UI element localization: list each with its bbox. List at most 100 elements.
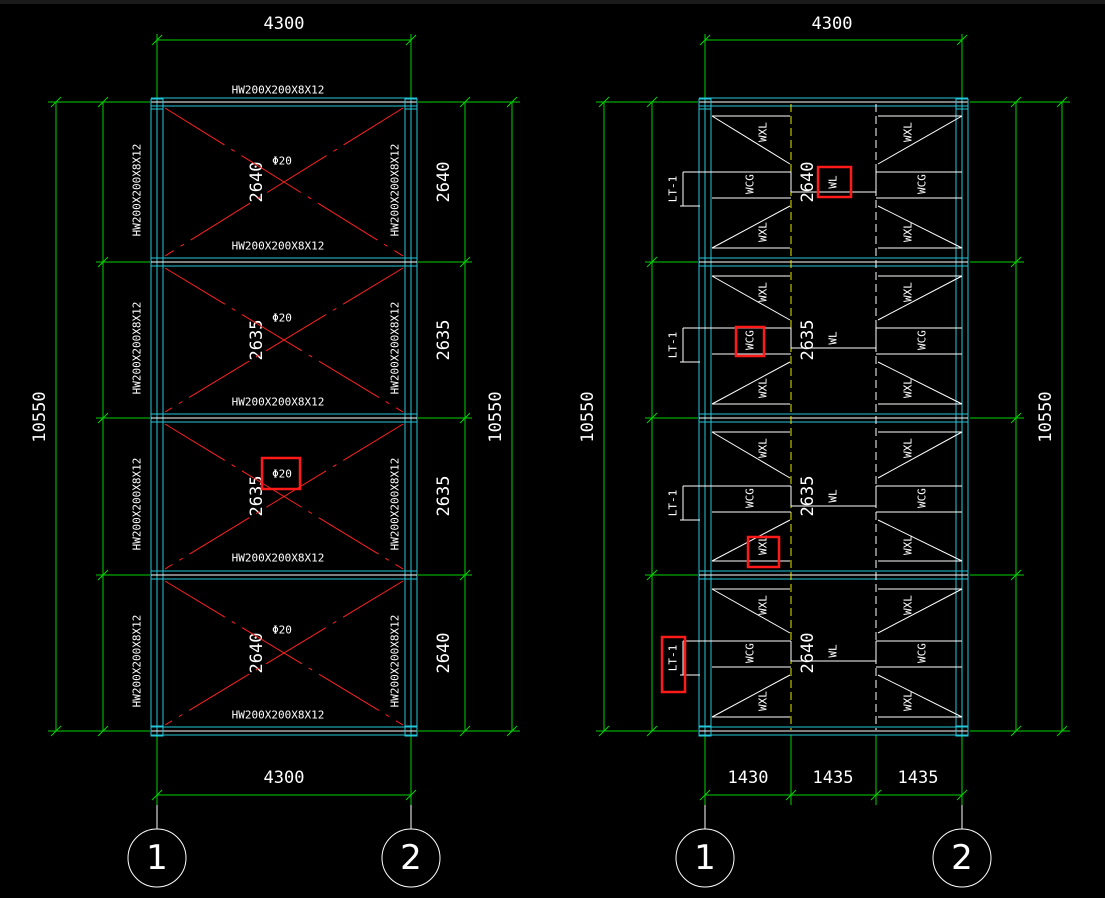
right-bottom-dim-tick — [870, 789, 882, 801]
right-column-base — [698, 725, 712, 737]
right-brace-label: WXL — [902, 282, 915, 302]
right-brace-label: WXL — [757, 122, 770, 142]
right-total-dim-tick — [1056, 96, 1068, 108]
right-bay-dim-left-value: 2635 — [434, 476, 454, 517]
left-bay-dim-left-tick — [97, 256, 109, 268]
right-brace-label: WXL — [902, 378, 915, 398]
right-axis-bubble — [932, 828, 992, 888]
right-bay-dim-right-tick — [1010, 412, 1022, 424]
right-bay-dim-right-value: 2635 — [798, 320, 818, 361]
left-brace-diagonal — [164, 580, 404, 726]
left-column-label: HW200X200X8X12 — [389, 144, 402, 237]
right-column-base — [955, 725, 969, 737]
left-column-label: HW200X200X8X12 — [389, 458, 402, 551]
right-bay-dim-right-value: 2635 — [798, 476, 818, 517]
left-bay-dim-left-tick — [97, 412, 109, 424]
left-total-dim-tick — [506, 96, 518, 108]
left-bay-dim-right-value: 2640 — [247, 633, 267, 674]
right-brace-diagonal — [711, 275, 791, 321]
left-total-height-dim-right: 10550 — [486, 391, 506, 442]
left-bay-dim-right-value: 2635 — [247, 476, 267, 517]
right-bay-dim-left-tick — [646, 725, 658, 737]
right-bay-dim-right-tick — [1010, 569, 1022, 581]
right-axis-number: 1 — [694, 838, 716, 878]
left-column-label: HW200X200X8X12 — [389, 615, 402, 708]
left-steel-frame — [150, 97, 418, 737]
right-bottom-seg-dim: 1435 — [813, 768, 854, 788]
right-total-height-dim-right: 10550 — [1036, 391, 1056, 442]
left-beam-label: HW200X200X8X12 — [232, 84, 325, 97]
right-brace-diagonal — [711, 115, 791, 165]
left-column-label: HW200X200X8X12 — [389, 302, 402, 395]
right-brace-label: WXL — [902, 595, 915, 615]
left-axis-bubble — [127, 828, 187, 888]
right-stair-label: LT-1 — [667, 332, 680, 359]
right-bottom-dim-tick — [699, 789, 711, 801]
left-beam-label: HW200X200X8X12 — [232, 709, 325, 722]
right-brace-diagonal — [877, 275, 963, 321]
right-tie-label: WCG — [744, 643, 757, 663]
left-bay-dim-right-tick — [459, 412, 471, 424]
left-beam-label: HW200X200X8X12 — [232, 552, 325, 565]
left-total-height-dim: 10550 — [30, 391, 50, 442]
right-bay-dim-left-tick — [646, 412, 658, 424]
right-steel-frame — [698, 97, 969, 737]
right-highlight-stair — [660, 635, 687, 694]
right-brace-diagonal — [877, 115, 963, 165]
left-axis-number: 2 — [400, 838, 422, 878]
right-brace-label: WXL — [757, 378, 770, 398]
right-top-dim-tick — [956, 34, 968, 46]
right-stair-label: LT-1 — [667, 490, 680, 517]
right-brace-diagonal — [877, 519, 963, 562]
right-tie-label: WCG — [916, 330, 929, 350]
right-highlight-tie — [734, 325, 766, 358]
right-brace-diagonal — [711, 361, 791, 405]
right-brace-diagonal — [877, 674, 963, 718]
left-braces — [164, 107, 404, 726]
right-tie-label: WCG — [916, 643, 929, 663]
right-tie-label: WCG — [744, 488, 757, 508]
right-brace-label: WXL — [757, 691, 770, 711]
right-bay-dim-left-value: 2640 — [434, 633, 454, 674]
right-column-base — [698, 98, 712, 110]
left-beam-label: HW200X200X8X12 — [232, 240, 325, 253]
left-bay-dim-right-tick — [459, 256, 471, 268]
left-dimensions: 4300430010550264026352635264026402635263… — [30, 14, 520, 805]
right-brace-label: WXL — [757, 282, 770, 302]
left-column-label: HW200X200X8X12 — [131, 615, 144, 708]
right-bay-dim-right-value: 2640 — [798, 162, 818, 203]
left-bay-dim-left-tick — [97, 96, 109, 108]
left-column-base — [404, 725, 418, 737]
right-tie-label: WCG — [744, 330, 757, 350]
left-brace-diagonal — [164, 423, 404, 570]
right-tie-label: WCG — [916, 174, 929, 194]
left-brace-diagonal — [164, 107, 404, 257]
right-brace-label: WXL — [757, 438, 770, 458]
left-brace-label: Φ20 — [272, 155, 292, 168]
left-column-base — [150, 98, 164, 110]
right-total-dim-tick — [1056, 725, 1068, 737]
right-bay-dim-left-tick — [646, 96, 658, 108]
right-brace-label: WXL — [902, 535, 915, 555]
right-highlight-brace — [746, 535, 781, 569]
left-brace-label: Φ20 — [272, 468, 292, 481]
left-bay-dim-right-value: 2635 — [247, 320, 267, 361]
left-roof-bracing-plan: 4300430010550264026352635264026402635263… — [30, 14, 520, 888]
left-labels: HW200X200X8X12HW200X200X8X12HW200X200X8X… — [131, 84, 402, 722]
left-total-dim-tick — [50, 96, 62, 108]
right-top-width-dim: 4300 — [812, 14, 853, 34]
left-bay-dim-left-tick — [97, 569, 109, 581]
right-stair-label: LT-1 — [667, 176, 680, 203]
left-total-dim-tick — [506, 725, 518, 737]
right-brace-diagonal — [711, 519, 791, 562]
right-bottom-seg-dim: 1430 — [728, 768, 769, 788]
left-bay-dim-left-tick — [97, 725, 109, 737]
left-highlight-box — [260, 456, 302, 491]
right-brace-diagonal — [711, 205, 791, 249]
